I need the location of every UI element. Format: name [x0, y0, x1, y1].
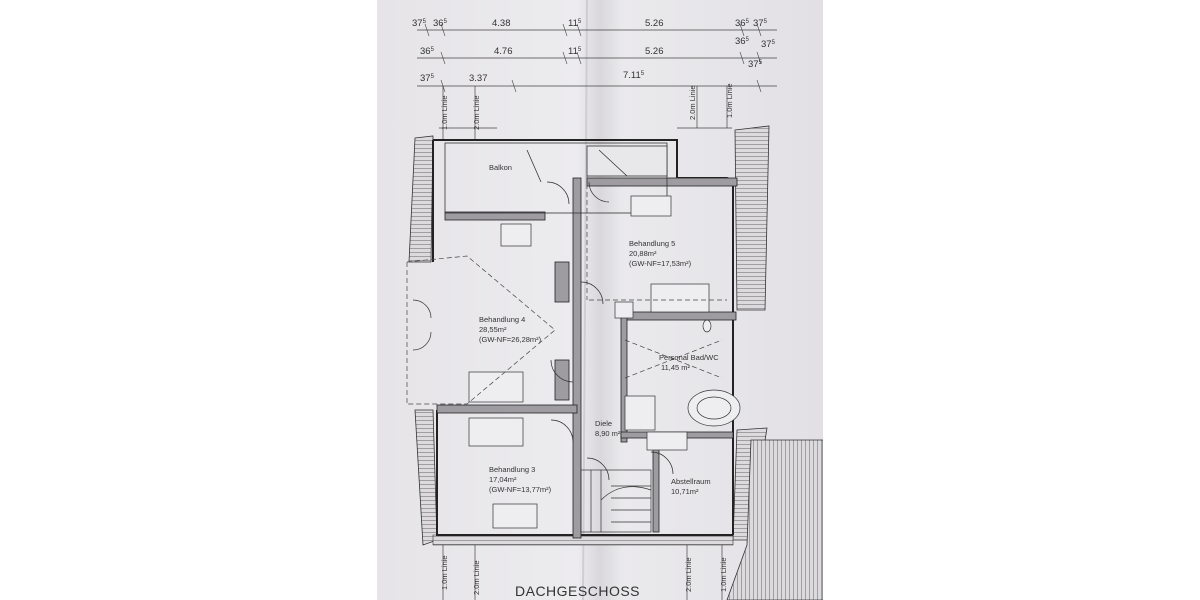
room-label-balkon: Balkon: [489, 163, 512, 172]
dim-text: 365: [735, 18, 750, 29]
room-net-area: (GW-NF=13,77m²): [489, 485, 552, 494]
room-area: 10,71m²: [671, 487, 699, 496]
room-diele: Diele 8,90 m²: [595, 419, 621, 438]
linie-label: 2.0m Linie: [684, 557, 693, 592]
dim-text: 365: [735, 36, 750, 47]
dim-text: 4.38: [492, 18, 511, 29]
linie-label: 2.0m Linie: [688, 85, 697, 120]
room-behandlung5: Behandlung 5 20,88m² (GW-NF=17,53m²): [629, 239, 692, 268]
linie-label: 1.0m Linie: [725, 83, 734, 118]
plan-title: DACHGESCHOSS: [515, 583, 640, 599]
room-area: 20,88m²: [629, 249, 657, 258]
room-label: Personal Bad/WC: [659, 353, 719, 362]
room-label: Abstellraum: [671, 477, 711, 486]
room-net-area: (GW-NF=17,53m²): [629, 259, 692, 268]
dim-text: 375: [420, 73, 435, 84]
dim-text: 115: [568, 18, 582, 29]
thick-walls: [436, 177, 738, 539]
doors: [412, 181, 674, 481]
room-area: 8,90 m²: [595, 429, 621, 438]
balcony: [444, 142, 668, 214]
room-abstellraum: Abstellraum 10,71m²: [671, 477, 711, 496]
room-area: 28,55m²: [479, 325, 507, 334]
room-personal-bad: Personal Bad/WC 11,45 m²: [659, 353, 719, 372]
dashed-roof-lines: [406, 176, 727, 405]
room-label: Behandlung 3: [489, 465, 535, 474]
dim-text: 375: [753, 18, 768, 29]
linie-label: 1.0m Linie: [440, 555, 449, 590]
room-area: 17,04m²: [489, 475, 517, 484]
dimension-row-1: 375 365 4.38 115 5.26 365 375: [412, 18, 768, 29]
linie-markers-top: [439, 86, 732, 140]
floor-plan-drawing: 375 365 4.38 115 5.26 365 375 365 4.76 1…: [377, 0, 823, 600]
paper-fold: [582, 0, 588, 600]
linie-label: 2.0m Linie: [472, 95, 481, 130]
dim-text: 7.115: [623, 70, 645, 81]
dim-text: 375: [748, 59, 763, 70]
linie-label: 1.0m Linie: [440, 95, 449, 130]
dimension-row-2: 365 4.76 115 5.26 365 375: [420, 36, 776, 57]
dim-text: 375: [412, 18, 427, 29]
room-net-area: (GW-NF=26,28m²): [479, 335, 542, 344]
dim-text: 375: [761, 39, 776, 50]
room-label: Behandlung 4: [479, 315, 525, 324]
room-area: 11,45 m²: [661, 363, 691, 372]
dimension-row-3: 375 3.37 7.115 375: [420, 59, 763, 84]
dim-text: 3.37: [469, 73, 488, 84]
dim-text: 365: [420, 46, 435, 57]
dim-text: 4.76: [494, 46, 513, 57]
furniture: [468, 195, 741, 529]
room-behandlung4: Behandlung 4 28,55m² (GW-NF=26,28m²): [479, 315, 542, 344]
room-label: Diele: [595, 419, 612, 428]
staircase: [580, 469, 652, 533]
dim-text: 365: [433, 18, 448, 29]
linie-label: 2.0m Linie: [472, 560, 481, 595]
dim-text: 115: [568, 46, 582, 57]
room-behandlung3: Behandlung 3 17,04m² (GW-NF=13,77m²): [489, 465, 552, 494]
room-label: Behandlung 5: [629, 239, 675, 248]
roof-hatching: [408, 125, 823, 600]
dimension-lines: [417, 23, 777, 93]
linie-markers-bottom: [442, 545, 723, 600]
linie-label: 1.0m Linie: [719, 557, 728, 592]
dim-text: 5.26: [645, 18, 664, 29]
floor-plan-photo: 375 365 4.38 115 5.26 365 375 365 4.76 1…: [377, 0, 823, 600]
dim-text: 5.26: [645, 46, 664, 57]
